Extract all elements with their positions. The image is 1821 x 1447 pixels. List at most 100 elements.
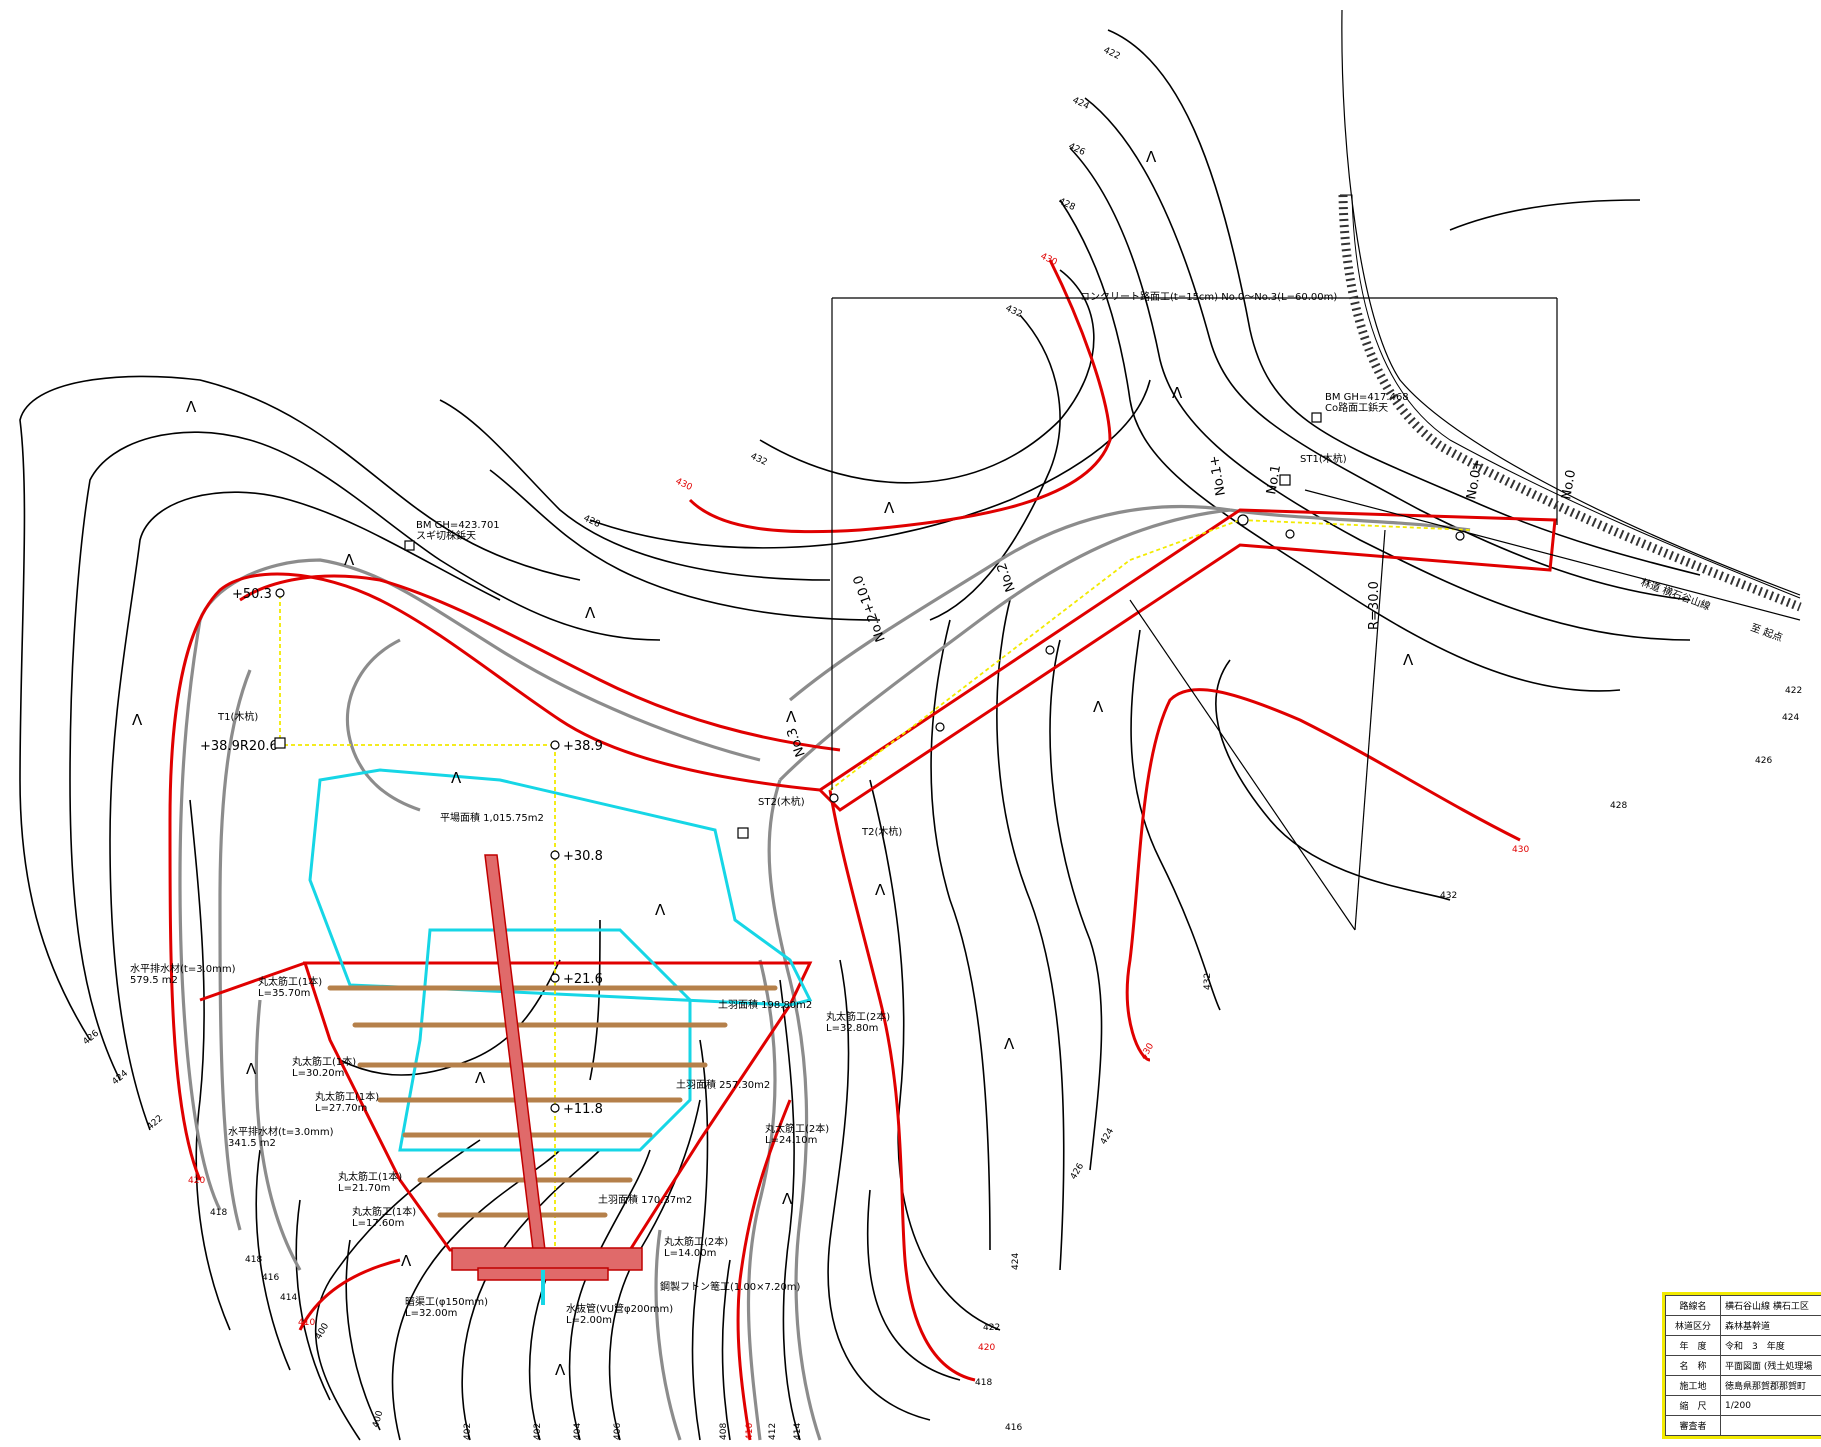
- elev-mark: +50.3: [232, 587, 272, 602]
- vegetation-symbol: Λ: [1093, 698, 1104, 716]
- station-no3: No.3: [784, 726, 808, 759]
- contour-label: 430: [1512, 845, 1529, 855]
- title-key: 施工地: [1665, 1375, 1721, 1396]
- design-line: [239, 574, 841, 752]
- title-value: 平面図面 (残土処理場: [1720, 1355, 1821, 1376]
- contour-line: [461, 1149, 601, 1441]
- existing-line: [788, 504, 1231, 702]
- contour-line: [759, 269, 1095, 484]
- title-row: 審査者: [1665, 1415, 1821, 1436]
- log-work-label: 丸太筋工(1本): [258, 975, 322, 988]
- area-slope: 土羽面積 198.80m2: [718, 998, 812, 1011]
- design-line: [688, 259, 1112, 534]
- contour-label: 404: [573, 1423, 583, 1440]
- radius-line: [1354, 529, 1386, 931]
- station-point: [1237, 514, 1249, 526]
- contour-line: [866, 1189, 961, 1381]
- benchmark-2-note: スギ切株鋲天: [416, 529, 476, 542]
- contour-label: 430: [1039, 252, 1059, 268]
- contour-line: [339, 959, 561, 1076]
- contour-label: 414: [793, 1423, 803, 1440]
- contour-label: 424: [1011, 1253, 1021, 1270]
- contour-line: [1059, 199, 1621, 692]
- vegetation-symbol: Λ: [475, 1069, 486, 1087]
- contour-line: [295, 1199, 331, 1401]
- log-work-label: 丸太筋工(2本): [826, 1010, 890, 1023]
- contour-line: [109, 491, 501, 1131]
- contour-line: [929, 314, 1061, 621]
- title-value: 1/200: [1720, 1395, 1821, 1416]
- log-work-length: L=17.60m: [352, 1218, 404, 1229]
- elev-point: [275, 588, 285, 598]
- vegetation-symbol: Λ: [1172, 384, 1183, 402]
- design-line: [1125, 688, 1521, 1062]
- station-no2: No.2: [994, 561, 1018, 594]
- contour-line: [255, 1149, 291, 1371]
- contour-label: 420: [978, 1343, 995, 1353]
- contour-label: 432: [1004, 304, 1024, 320]
- outlet-pipe-label: 水抜管(VU管φ200mm): [566, 1302, 673, 1315]
- station-point: [1455, 531, 1465, 541]
- vegetation-symbol: Λ: [344, 551, 355, 569]
- stake-st2: ST2(木杭): [758, 795, 805, 808]
- contour-line: [589, 919, 601, 1081]
- benchmark-1-label: BM GH=417.468: [1325, 392, 1409, 403]
- road-geometry: [831, 9, 1801, 931]
- contour-line: [345, 1239, 381, 1431]
- title-key: 路線名: [1665, 1295, 1721, 1316]
- drain-sheet-area: 579.5 m2: [130, 975, 178, 986]
- log-work-length: L=30.20m: [292, 1068, 344, 1079]
- contour-label: 408: [719, 1423, 729, 1440]
- elev-mark: +38.9R20.6: [200, 739, 278, 754]
- station-no2plus10: No.2+10.0: [851, 573, 889, 644]
- log-work-label: 丸太筋工(2本): [765, 1122, 829, 1135]
- elev-mark: +21.6: [563, 972, 603, 987]
- vegetation-symbol: Λ: [786, 708, 797, 726]
- title-block-table: 路線名横石谷山線 横石工区 林道区分森林基幹道 年 度令和 3 年度 名 称平面…: [1665, 1295, 1821, 1436]
- contour-line: [996, 599, 1065, 1271]
- title-row: 施工地徳島県那賀郡那賀町: [1665, 1375, 1821, 1396]
- vegetation-symbol: Λ: [1004, 1035, 1015, 1053]
- gabion-label: 鋼製フトン篭工(1.00×7.20m): [660, 1280, 801, 1293]
- existing-line: [654, 1229, 682, 1441]
- benchmark-marker: [404, 540, 415, 551]
- design-line: [736, 1099, 792, 1441]
- gabion-basket: [451, 1247, 643, 1271]
- title-key: 林道区分: [1665, 1315, 1721, 1336]
- contour-label: 428: [1610, 801, 1627, 811]
- title-row: 年 度令和 3 年度: [1665, 1335, 1821, 1356]
- start-point-label: 至 起点: [1749, 622, 1784, 645]
- vegetation-symbol: Λ: [1403, 651, 1414, 669]
- title-value: 令和 3 年度: [1720, 1335, 1821, 1356]
- hatch-band: [1338, 194, 1802, 612]
- elev-point: [550, 973, 560, 983]
- contour-line: [1049, 639, 1103, 1171]
- elev-mark: +30.8: [563, 849, 603, 864]
- contour-label: 416: [262, 1273, 279, 1283]
- contour-label: 422: [983, 1323, 1000, 1333]
- contour-label: 414: [280, 1293, 297, 1303]
- benchmark-1-note: Co路面工鋲天: [1325, 401, 1388, 414]
- contour-label: 424: [1071, 96, 1091, 112]
- log-work-length: L=21.70m: [338, 1183, 390, 1194]
- log-work-length: L=14.00m: [664, 1248, 716, 1259]
- station-no0plus: No.0+: [1464, 458, 1486, 501]
- area-slope: 土羽面積 170.37m2: [598, 1193, 692, 1206]
- contour-label: 412: [768, 1423, 778, 1440]
- contour-line: [1107, 29, 1701, 576]
- guide-line: [279, 595, 555, 746]
- benchmark-2-label: BM GH=423.701: [416, 520, 500, 531]
- contour-label: 402: [533, 1423, 543, 1440]
- vegetation-symbols: Λ Λ Λ Λ Λ Λ Λ Λ Λ Λ Λ Λ Λ Λ Λ Λ Λ Λ Λ: [132, 148, 1414, 1379]
- vegetation-symbol: Λ: [132, 711, 143, 729]
- survey-markers: [274, 412, 1465, 1113]
- stake-marker: [1279, 474, 1291, 486]
- contour-line: [721, 1259, 731, 1441]
- vegetation-symbol: Λ: [875, 881, 886, 899]
- stake-t1: T1(木杭): [217, 710, 258, 723]
- drain-sheet-label: 水平排水材(t=3.0mm): [228, 1125, 334, 1138]
- log-work-label: 丸太筋工(2本): [664, 1235, 728, 1248]
- forest-road-edge: [1341, 9, 1801, 596]
